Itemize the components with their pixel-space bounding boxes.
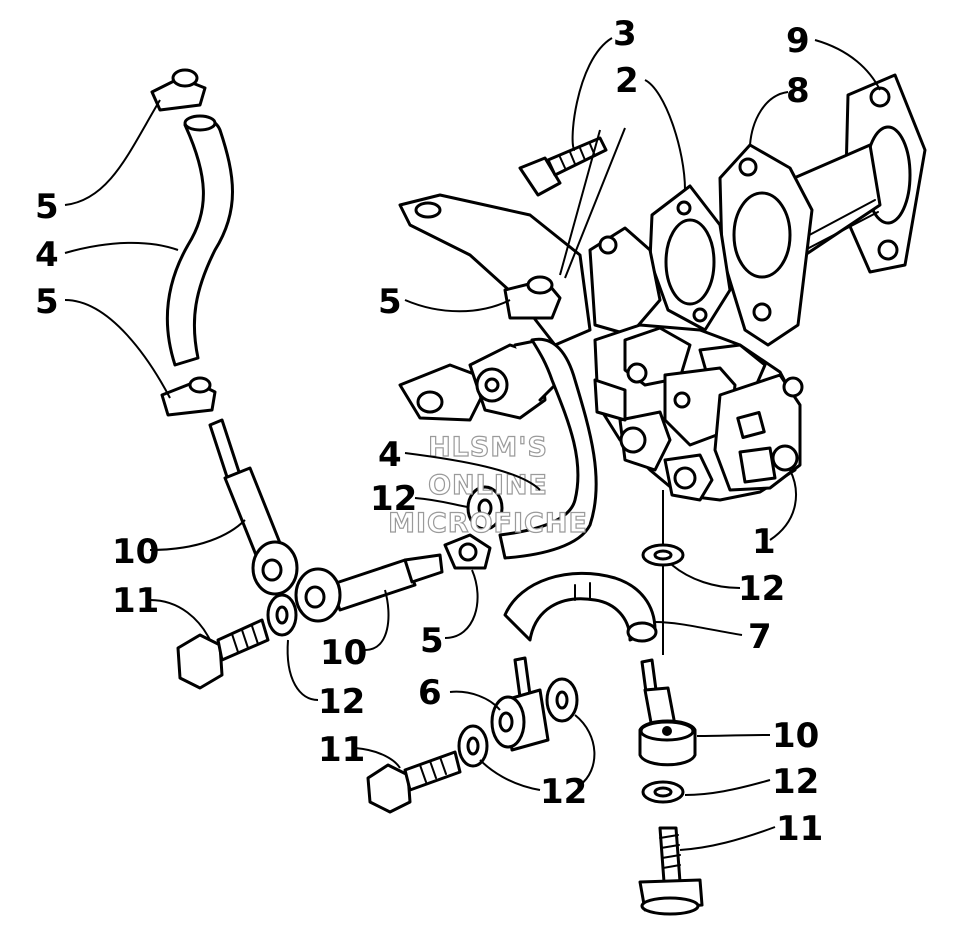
callout-12-left: 12 — [318, 682, 365, 722]
washer-12-a — [466, 485, 504, 531]
leader-lines — [64, 37, 881, 851]
callout-1: 1 — [752, 522, 776, 562]
callout-2: 2 — [615, 61, 639, 101]
bolt-3 — [518, 136, 608, 197]
hose-4-center — [498, 337, 598, 560]
callout-11-right: 11 — [776, 809, 823, 849]
oil-pump-1 — [593, 323, 804, 502]
callout-5-lower: 5 — [420, 621, 444, 661]
banjo-bolt-11-center — [366, 750, 462, 814]
hose-clamp-5-lower — [443, 533, 492, 570]
washer-12-d — [457, 724, 489, 768]
callout-4-center: 4 — [378, 435, 402, 475]
banjo-bolt-11-right — [638, 826, 704, 916]
washer-12-f — [641, 780, 685, 804]
washer-12-e — [641, 543, 685, 567]
hose-clamp-5-top — [150, 68, 207, 112]
hose-clamp-5-bracket — [503, 275, 562, 320]
hose-4-upper — [165, 114, 234, 367]
callout-5-middle: 5 — [35, 282, 59, 322]
callout-9: 9 — [786, 21, 810, 61]
banjo-fitting-10-left — [208, 418, 299, 596]
banjo-bolt-11-left — [176, 618, 270, 690]
watermark-line-3: MICROFICHE — [388, 508, 588, 539]
watermark-line-1: HLSM'S — [428, 432, 548, 463]
callout-10-right: 10 — [772, 716, 819, 756]
callout-11-left: 11 — [112, 581, 159, 621]
banjo-fitting-6 — [490, 656, 550, 752]
watermark-line-2: ONLINE — [428, 470, 548, 501]
callout-12-lower-right: 12 — [772, 762, 819, 802]
manifold-pipe-8 — [718, 143, 882, 347]
callout-3: 3 — [613, 14, 637, 54]
callout-6: 6 — [418, 673, 442, 713]
hose-fitting — [468, 338, 562, 420]
callout-12-right: 12 — [738, 569, 785, 609]
callout-12-center: 12 — [540, 772, 587, 812]
callout-8: 8 — [786, 71, 810, 111]
banjo-fitting-10-center — [294, 553, 444, 623]
callout-7: 7 — [748, 617, 772, 657]
gasket-2 — [648, 184, 732, 332]
banjo-fitting-10-right — [638, 658, 697, 767]
washer-12-b — [266, 593, 298, 637]
callout-10-center: 10 — [320, 633, 367, 673]
washer-12-c — [545, 677, 579, 723]
callout-4-upper: 4 — [35, 235, 59, 275]
callout-5-bracket: 5 — [378, 282, 402, 322]
callout-5-top: 5 — [35, 187, 59, 227]
callout-11-center: 11 — [318, 730, 365, 770]
callout-numbers: 3 9 2 8 5 4 5 5 4 12 1 10 12 11 7 10 5 1… — [35, 14, 823, 849]
hose-7 — [503, 571, 658, 643]
callout-12-upper: 12 — [370, 479, 417, 519]
watermark: HLSM'S ONLINE MICROFICHE — [387, 431, 588, 539]
hose-clamp-5-middle — [160, 376, 217, 417]
callout-10-left: 10 — [112, 532, 159, 572]
